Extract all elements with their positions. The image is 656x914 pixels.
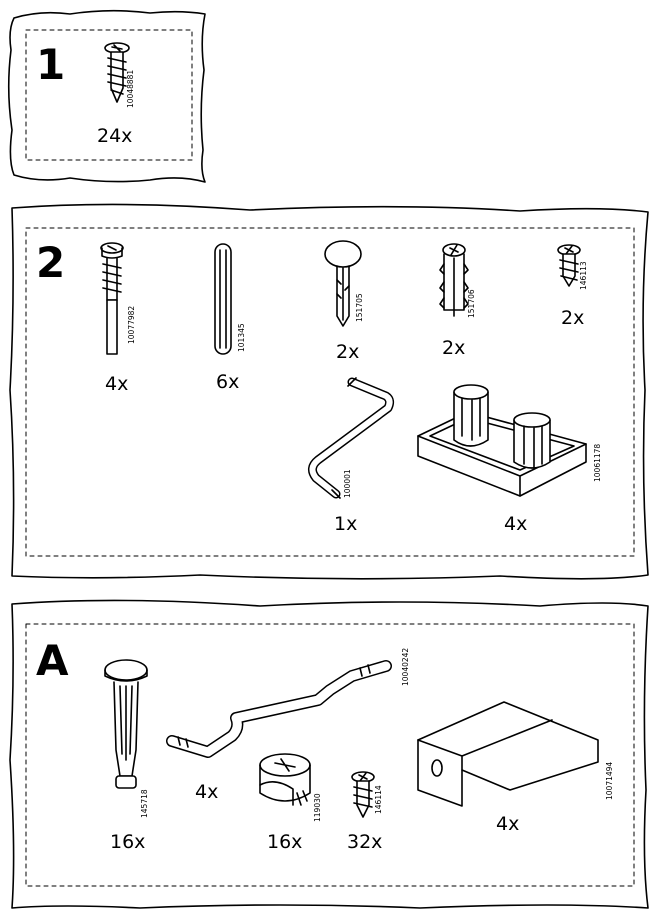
short-screw-icon bbox=[557, 244, 581, 287]
part-code: 146113 bbox=[579, 261, 588, 290]
part-code: 101345 bbox=[237, 323, 246, 352]
part-quantity: 4x bbox=[504, 513, 528, 535]
part-quantity: 1x bbox=[334, 513, 358, 535]
part-code: 10048881 bbox=[126, 69, 135, 108]
part-code: 10071494 bbox=[605, 761, 614, 800]
bag-1-outline bbox=[7, 9, 206, 183]
part-code: 10061178 bbox=[593, 443, 602, 482]
allen-key-icon bbox=[308, 377, 395, 499]
part-code: 10040242 bbox=[401, 647, 410, 686]
bracket-icon bbox=[417, 701, 599, 807]
part-quantity: 4x bbox=[195, 781, 219, 803]
part-code: 100001 bbox=[343, 469, 352, 498]
part-code: 151705 bbox=[355, 293, 364, 322]
cam-bolt-icon bbox=[100, 242, 124, 355]
part-quantity: 2x bbox=[442, 337, 466, 359]
part-code: 10077982 bbox=[127, 305, 136, 344]
part-quantity: 2x bbox=[336, 341, 360, 363]
wire-rod-icon bbox=[166, 660, 392, 758]
part-quantity: 6x bbox=[216, 371, 240, 393]
bag-2-outline bbox=[9, 203, 649, 580]
part-code: 119030 bbox=[313, 793, 322, 822]
small-screw-icon bbox=[351, 771, 375, 818]
part-quantity: 16x bbox=[267, 831, 303, 853]
bag-label: 2 bbox=[36, 238, 66, 287]
screw-icon bbox=[104, 42, 130, 103]
plastic-plug-icon bbox=[324, 240, 362, 327]
wall-anchor-icon bbox=[439, 243, 469, 317]
foot-pad-icon bbox=[417, 384, 587, 497]
bag-label: A bbox=[36, 636, 69, 685]
cam-lock-icon bbox=[259, 753, 311, 806]
part-quantity: 16x bbox=[110, 831, 146, 853]
part-code: 151706 bbox=[467, 289, 476, 318]
part-quantity: 4x bbox=[105, 373, 129, 395]
wooden-dowel-icon bbox=[214, 243, 232, 355]
part-code: 145718 bbox=[140, 789, 149, 818]
part-quantity: 2x bbox=[561, 307, 585, 329]
part-quantity: 32x bbox=[347, 831, 383, 853]
bag-label: 1 bbox=[36, 40, 66, 89]
shelf-pin-icon bbox=[104, 659, 148, 789]
part-code: 146114 bbox=[374, 785, 383, 814]
part-quantity: 24x bbox=[97, 125, 133, 147]
part-quantity: 4x bbox=[496, 813, 520, 835]
bag-a-outline bbox=[9, 599, 649, 909]
